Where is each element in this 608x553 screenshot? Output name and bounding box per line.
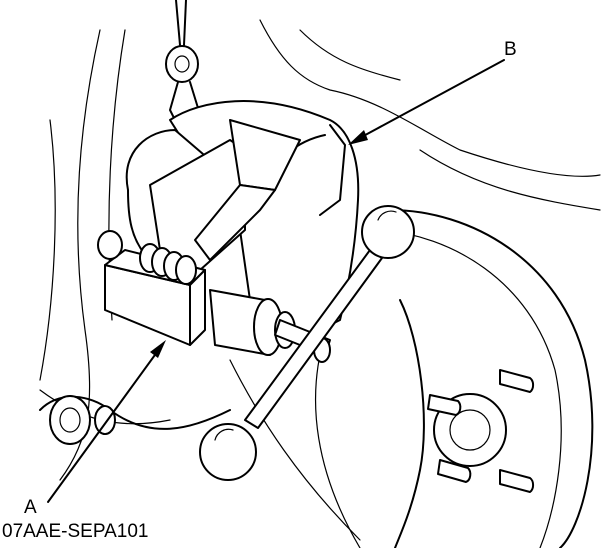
brake-disc (315, 209, 594, 549)
callout-b-label: B (504, 39, 517, 60)
leader-lines (47, 59, 505, 503)
part-number: 07AAE-SEPA101 (2, 521, 149, 542)
wheel-studs (427, 369, 535, 493)
leader-line-b (355, 59, 505, 141)
callout-a-label: A (24, 497, 37, 518)
leader-line-a (47, 347, 161, 503)
hanging-wire (165, 0, 199, 131)
arrowhead-b (348, 130, 368, 145)
lower-arm (39, 395, 231, 445)
arrowhead-a (150, 340, 166, 358)
tool-spring (139, 243, 197, 285)
caliper-compressor-tool (97, 119, 415, 481)
